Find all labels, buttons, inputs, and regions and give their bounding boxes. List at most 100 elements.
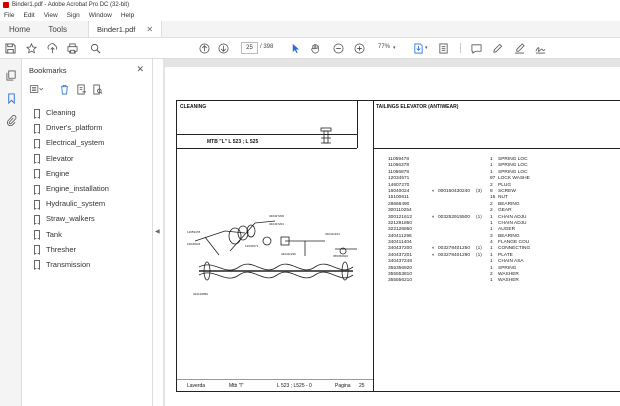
select-cursor-icon[interactable] (290, 41, 301, 55)
description: FLANGE COU (498, 240, 530, 246)
svg-text:340411296: 340411296 (281, 252, 296, 256)
bookmark-star-icon[interactable] (26, 41, 37, 55)
bookmark-item[interactable]: Tank (34, 227, 149, 242)
attachments-icon[interactable] (5, 114, 17, 126)
alternate-part-number (438, 278, 476, 284)
bookmark-item[interactable]: Thresher (34, 242, 149, 257)
part-number: 340411404 (388, 240, 412, 246)
new-bookmark-icon[interactable] (75, 83, 87, 95)
quantity: 1 (490, 214, 493, 220)
document-viewport[interactable]: CLEANING TAILINGS ELEVATOR (ANTIWEAR) MT… (163, 59, 620, 406)
description: CHAIN ADJU (498, 220, 527, 226)
quantity: 1 (490, 278, 493, 284)
quantity: 3 (490, 233, 493, 239)
model-line (177, 148, 357, 149)
page-display-icon[interactable] (438, 41, 449, 55)
alternate-note: (1) (476, 252, 482, 258)
alternate-marker-icon: ◐ (432, 214, 435, 220)
menu-file[interactable]: File (4, 12, 15, 19)
draw-icon[interactable] (514, 41, 525, 55)
table-row: 340411404 4 FLANGE COU (388, 240, 588, 246)
bookmark-item[interactable]: Elevator (34, 151, 149, 166)
bookmark-item[interactable]: Straw_walkers (34, 211, 149, 226)
bookmarks-icon[interactable] (5, 92, 17, 104)
bookmark-icon (34, 123, 40, 134)
section-title: CLEANING (180, 104, 207, 110)
header-part-drawing (320, 127, 332, 144)
svg-text:355356920: 355356920 (333, 254, 348, 258)
part-number: 28666490 (388, 201, 410, 207)
menu-bar: File Edit View Sign Window Help (0, 10, 620, 21)
alternate-note: (3) (476, 188, 482, 194)
menu-sign[interactable]: Sign (66, 12, 80, 19)
page-total: / 398 (260, 44, 274, 50)
quantity: 4 (490, 240, 493, 246)
quantity: 2 (490, 272, 493, 278)
bookmark-item[interactable]: Electrical_system (34, 135, 149, 150)
tab-tools[interactable]: Tools (48, 24, 68, 34)
bookmark-item[interactable]: Engine_installation (34, 181, 149, 196)
quantity: 1 (490, 169, 493, 175)
quantity: 1 (490, 163, 493, 169)
fit-chevron-down-icon[interactable]: ▾ (425, 45, 428, 51)
part-number: 11066378 (388, 163, 409, 169)
collapse-panel-icon[interactable]: ◀ (155, 229, 160, 235)
bookmark-item[interactable]: Engine (34, 166, 149, 181)
comment-icon[interactable] (471, 41, 482, 55)
delete-bookmark-icon[interactable] (58, 83, 70, 95)
next-page-icon[interactable] (218, 41, 229, 55)
bookmark-icon (34, 260, 40, 271)
hand-tool-icon[interactable] (310, 41, 321, 55)
menu-view[interactable]: View (43, 12, 58, 19)
find-bookmark-icon[interactable] (91, 83, 103, 95)
part-number: 340437200 (388, 246, 413, 252)
footer-model: Mtb "l" (229, 383, 244, 389)
pdf-page: CLEANING TAILINGS ELEVATOR (ANTIWEAR) MT… (165, 67, 620, 406)
previous-page-icon[interactable] (199, 41, 210, 55)
zoom-level-dropdown[interactable]: 77% (378, 44, 391, 50)
zoom-chevron-down-icon[interactable]: ▾ (393, 45, 396, 51)
bookmark-icon (34, 214, 40, 225)
bookmark-item[interactable]: Transmission (34, 257, 149, 272)
menu-window[interactable]: Window (88, 12, 112, 19)
bookmark-icon (34, 199, 40, 210)
part-number: 16040024 (388, 188, 410, 194)
tab-document[interactable]: Binder1.pdf ✕ (88, 21, 163, 37)
close-tab-icon[interactable]: ✕ (146, 24, 154, 34)
search-icon[interactable] (90, 41, 101, 55)
bookmarks-panel: Bookmarks ✕ Cleaning Driver's_platform E… (22, 59, 153, 406)
toolbar: 25 / 398 77% ▾ ▾ (0, 38, 620, 59)
title-line (373, 148, 620, 149)
upload-icon[interactable] (47, 41, 58, 55)
menu-help[interactable]: Help (120, 12, 135, 19)
menu-edit[interactable]: Edit (23, 12, 35, 19)
print-icon[interactable] (67, 41, 78, 55)
bookmarks-panel-title: Bookmarks (29, 66, 67, 75)
highlight-pen-icon[interactable] (492, 41, 503, 55)
page-number-input[interactable]: 25 (241, 42, 258, 54)
options-menu-icon[interactable] (28, 83, 46, 95)
part-number: 300121612 (388, 214, 413, 220)
zoom-in-icon[interactable] (354, 41, 365, 55)
quantity: 8 (490, 188, 493, 194)
svg-text:340437201: 340437201 (269, 222, 284, 226)
close-icon[interactable]: ✕ (136, 64, 144, 74)
alternate-part-number: 003252915500 (438, 214, 471, 220)
alternate-note: (1) (476, 246, 482, 252)
zoom-out-icon[interactable] (333, 41, 344, 55)
bookmark-item[interactable]: Hydraulic_system (34, 196, 149, 211)
bookmark-icon (34, 245, 40, 256)
acrobat-logo-icon (3, 2, 9, 8)
tab-home[interactable]: Home (9, 24, 31, 34)
part-number: 340437201 (388, 252, 413, 258)
bookmark-item[interactable]: Cleaning (34, 105, 149, 120)
sign-icon[interactable] (535, 41, 546, 55)
bookmark-item[interactable]: Driver's_platform (34, 120, 149, 135)
fit-page-icon[interactable] (413, 41, 424, 55)
page-thumbnails-icon[interactable] (5, 69, 17, 81)
save-icon[interactable] (5, 41, 16, 55)
